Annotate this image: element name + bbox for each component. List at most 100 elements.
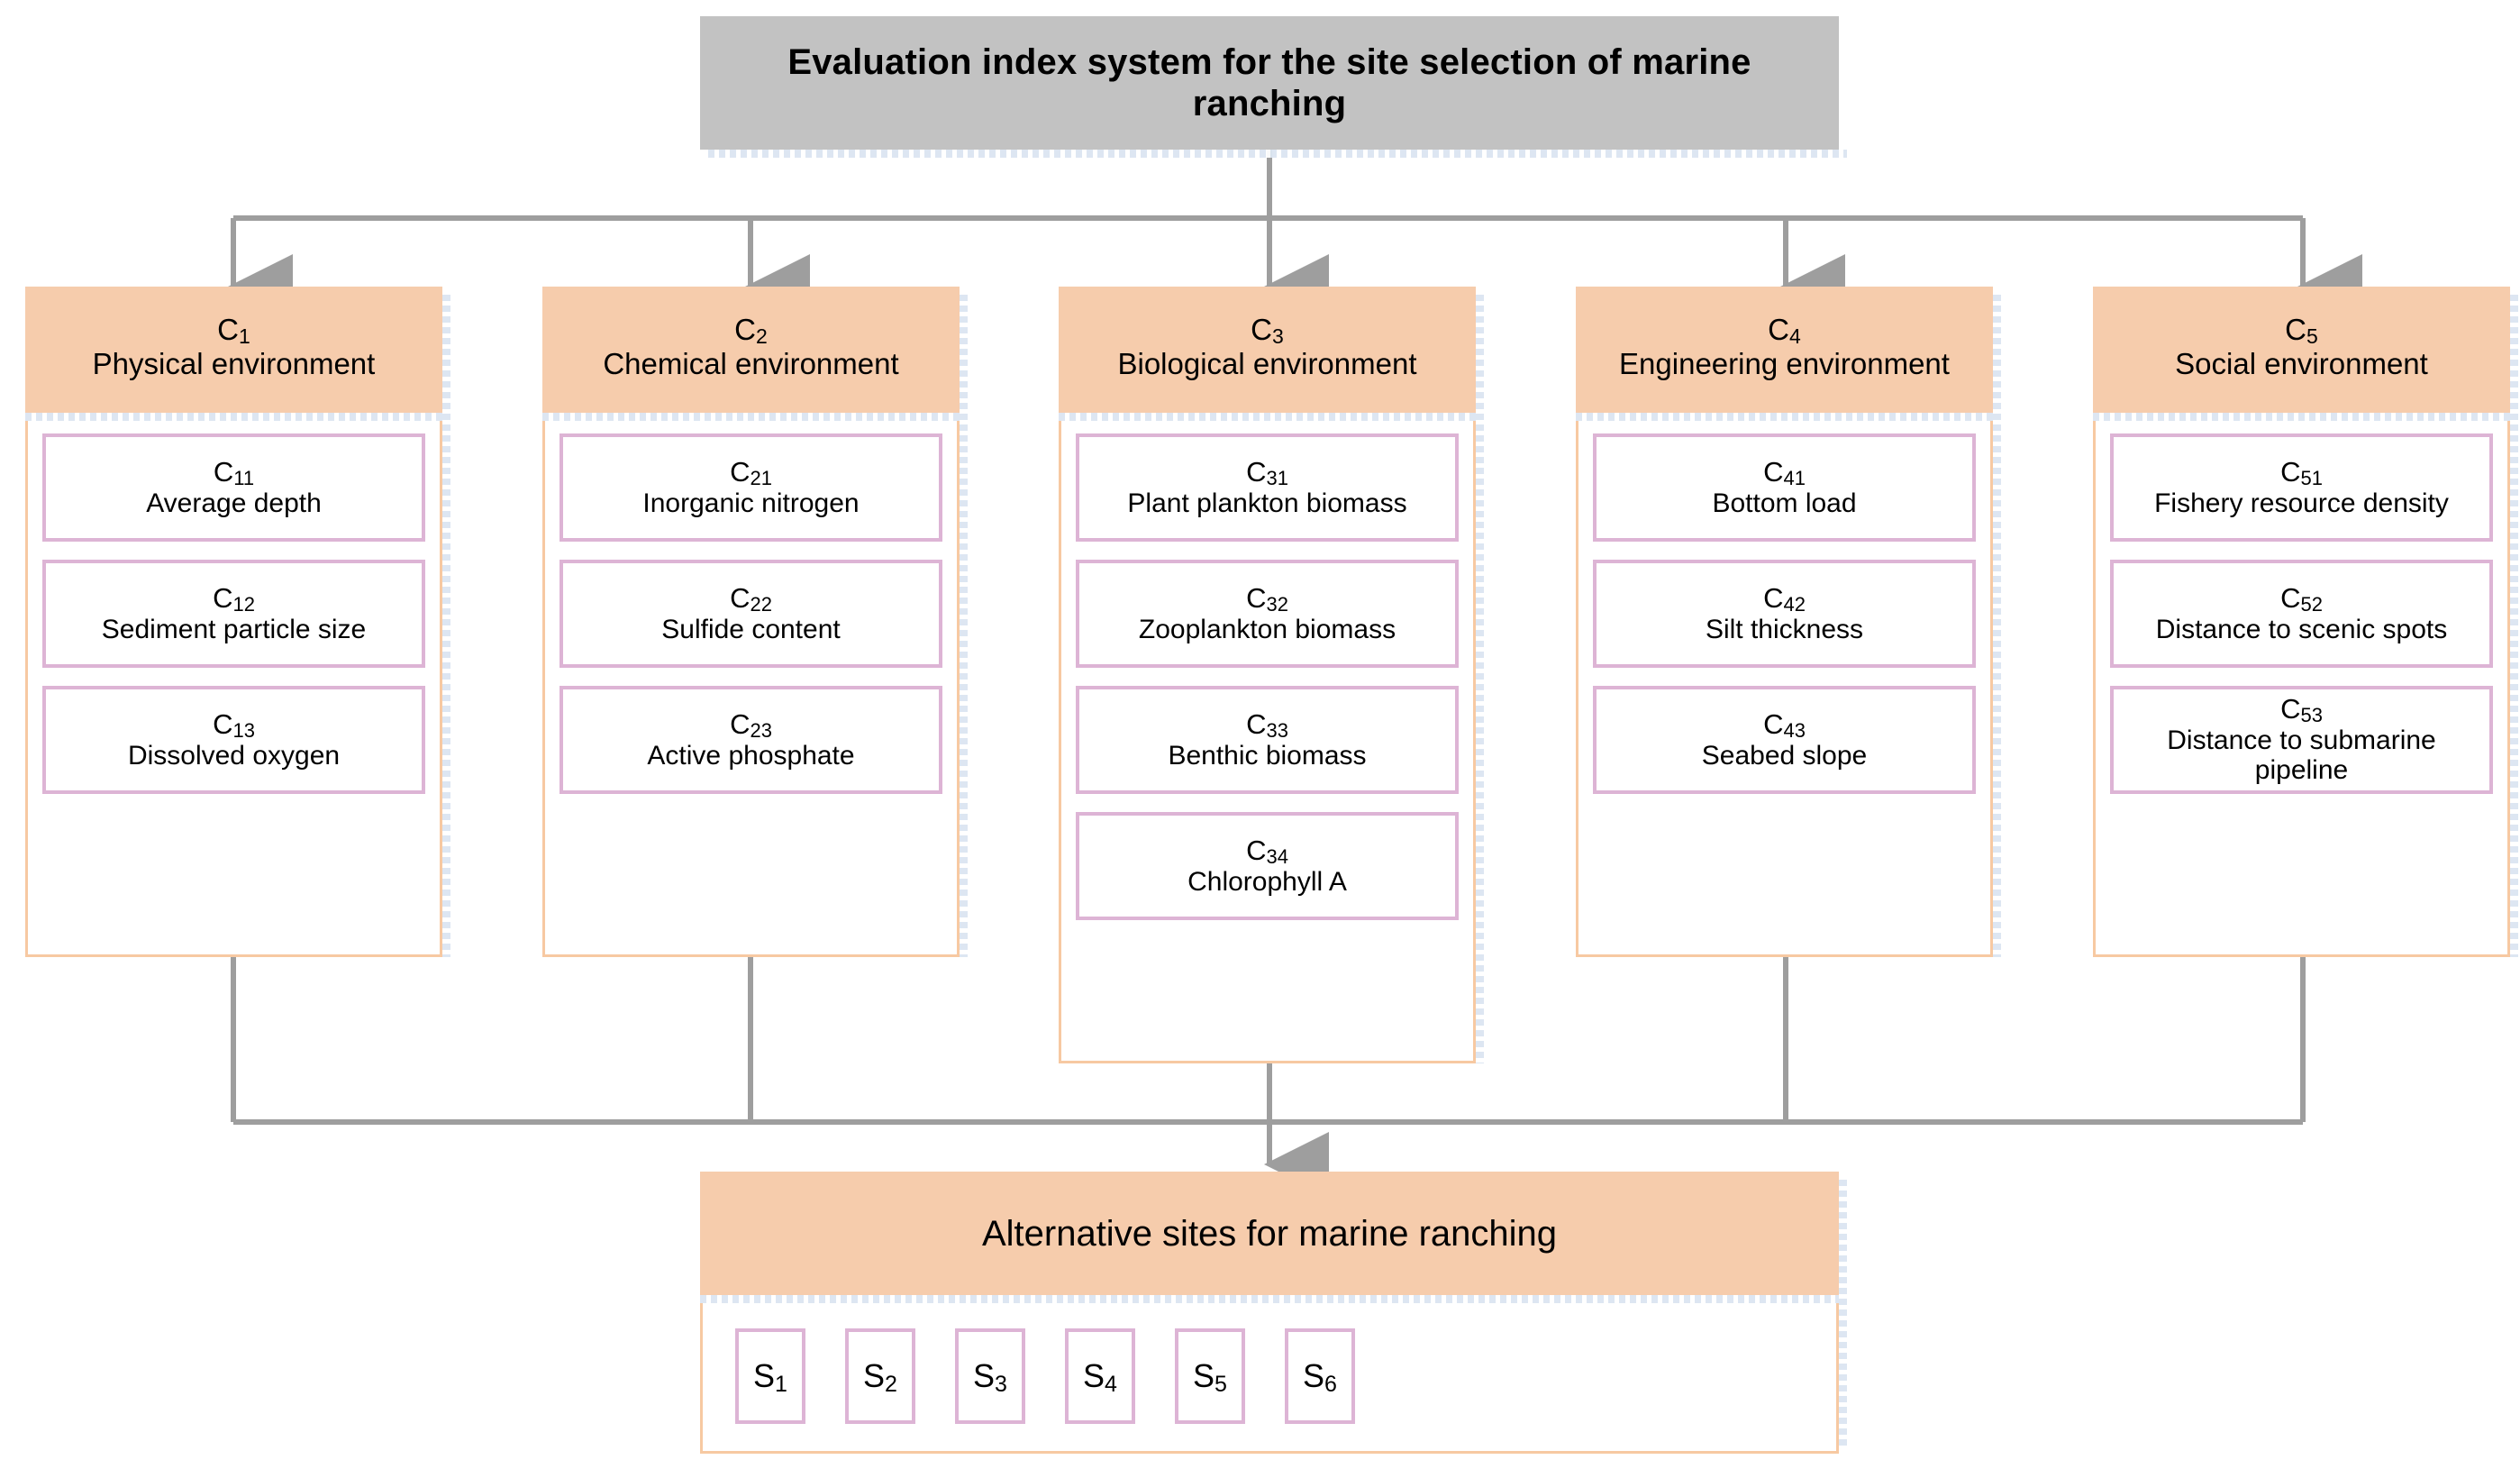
- criteria-header-c3: C3 Biological environment: [1059, 287, 1476, 413]
- indicator-code-c33: C33: [1246, 707, 1288, 742]
- alternatives-shadow: [1839, 1180, 1847, 1448]
- root-title-box: Evaluation index system for the site sel…: [700, 16, 1839, 150]
- indicator-c13[interactable]: C13 Dissolved oxygen: [42, 686, 425, 794]
- site-s3[interactable]: S3: [955, 1328, 1025, 1424]
- site-s2[interactable]: S2: [845, 1328, 915, 1424]
- indicator-code-c51: C51: [2280, 455, 2323, 489]
- root-title-text: Evaluation index system for the site sel…: [787, 42, 1751, 123]
- criteria-body-c2: C21 Inorganic nitrogen C22 Sulfide conte…: [542, 421, 960, 957]
- indicator-label-c53: Distance to submarine pipeline: [2167, 725, 2436, 785]
- site-s4[interactable]: S4: [1065, 1328, 1135, 1424]
- indicator-label-c41: Bottom load: [1712, 488, 1857, 518]
- site-s5[interactable]: S5: [1175, 1328, 1245, 1424]
- indicator-code-c23: C23: [730, 707, 772, 742]
- indicator-label-c32: Zooplankton biomass: [1138, 614, 1396, 644]
- indicator-c41[interactable]: C41 Bottom load: [1593, 433, 1976, 542]
- column-3-shadow: [1476, 295, 1484, 1063]
- indicator-code-c53: C53: [2280, 693, 2323, 726]
- indicator-c52[interactable]: C52 Distance to scenic spots: [2110, 560, 2493, 668]
- site-s6[interactable]: S6: [1285, 1328, 1355, 1424]
- indicator-code-c22: C22: [730, 581, 772, 616]
- indicator-label-c52: Distance to scenic spots: [2155, 614, 2448, 644]
- indicator-c21[interactable]: C21 Inorganic nitrogen: [559, 433, 942, 542]
- site-code-s6: S6: [1303, 1357, 1337, 1397]
- criteria-label-c5: Social environment: [2175, 347, 2428, 381]
- indicator-c11[interactable]: C11 Average depth: [42, 433, 425, 542]
- indicator-c12[interactable]: C12 Sediment particle size: [42, 560, 425, 668]
- indicator-c34[interactable]: C34 Chlorophyll A: [1076, 812, 1459, 920]
- criteria-code-c5: C5: [2285, 313, 2318, 349]
- indicator-label-c11: Average depth: [146, 488, 322, 518]
- indicator-code-c31: C31: [1246, 455, 1288, 489]
- alternatives-box[interactable]: Alternative sites for marine ranching S1…: [700, 1172, 1839, 1454]
- criteria-header-shadow-c1: [25, 413, 442, 421]
- indicator-code-c52: C52: [2280, 581, 2323, 616]
- criteria-column-biological-environment[interactable]: C3 Biological environment C31 Plant plan…: [1059, 287, 1476, 1063]
- indicator-label-c23: Active phosphate: [647, 740, 855, 771]
- criteria-header-c2: C2 Chemical environment: [542, 287, 960, 413]
- criteria-header-c1: C1 Physical environment: [25, 287, 442, 413]
- indicator-code-c13: C13: [213, 707, 255, 742]
- column-2-shadow: [960, 295, 968, 957]
- root-title-shadow: [708, 150, 1847, 158]
- site-code-s3: S3: [973, 1357, 1007, 1397]
- criteria-column-chemical-environment[interactable]: C2 Chemical environment C21 Inorganic ni…: [542, 287, 960, 957]
- indicator-c42[interactable]: C42 Silt thickness: [1593, 560, 1976, 668]
- indicator-code-c34: C34: [1246, 834, 1288, 868]
- criteria-column-social-environment[interactable]: C5 Social environment C51 Fishery resour…: [2093, 287, 2510, 957]
- indicator-c32[interactable]: C32 Zooplankton biomass: [1076, 560, 1459, 668]
- column-1-shadow: [442, 295, 450, 957]
- indicator-c33[interactable]: C33 Benthic biomass: [1076, 686, 1459, 794]
- indicator-c23[interactable]: C23 Active phosphate: [559, 686, 942, 794]
- criteria-header-c4: C4 Engineering environment: [1576, 287, 1993, 413]
- indicator-c53[interactable]: C53 Distance to submarine pipeline: [2110, 686, 2493, 794]
- site-code-s2: S2: [863, 1357, 897, 1397]
- criteria-column-engineering-environment[interactable]: C4 Engineering environment C41 Bottom lo…: [1576, 287, 1993, 957]
- indicator-label-c13: Dissolved oxygen: [127, 740, 341, 771]
- indicator-label-c21: Inorganic nitrogen: [642, 488, 860, 518]
- criteria-header-shadow-c4: [1576, 413, 1993, 421]
- criteria-label-c3: Biological environment: [1117, 347, 1417, 381]
- indicator-label-c42: Silt thickness: [1705, 614, 1864, 644]
- alternatives-header-shadow: [700, 1295, 1839, 1303]
- indicator-label-c33: Benthic biomass: [1168, 740, 1367, 771]
- indicator-label-c31: Plant plankton biomass: [1127, 488, 1407, 518]
- criteria-body-c3: C31 Plant plankton biomass C32 Zooplankt…: [1059, 421, 1476, 1063]
- criteria-code-c3: C3: [1251, 313, 1284, 349]
- alternatives-list: S1 S2 S3 S4 S5 S6: [700, 1303, 1839, 1454]
- indicator-code-c43: C43: [1763, 707, 1806, 742]
- site-s1[interactable]: S1: [735, 1328, 805, 1424]
- criteria-body-c1: C11 Average depth C12 Sediment particle …: [25, 421, 442, 957]
- alternatives-header: Alternative sites for marine ranching: [700, 1172, 1839, 1295]
- criteria-header-shadow-c3: [1059, 413, 1476, 421]
- column-5-shadow: [2510, 295, 2518, 957]
- indicator-code-c12: C12: [213, 581, 255, 616]
- criteria-code-c4: C4: [1768, 313, 1801, 349]
- indicator-code-c11: C11: [213, 455, 255, 489]
- indicator-code-c21: C21: [730, 455, 772, 489]
- criteria-header-shadow-c5: [2093, 413, 2510, 421]
- indicator-code-c42: C42: [1763, 581, 1806, 616]
- site-code-s4: S4: [1083, 1357, 1117, 1397]
- indicator-label-c12: Sediment particle size: [101, 614, 367, 644]
- criteria-body-c4: C41 Bottom load C42 Silt thickness C43 S…: [1576, 421, 1993, 957]
- indicator-code-c32: C32: [1246, 581, 1288, 616]
- criteria-column-physical-environment[interactable]: C1 Physical environment C11 Average dept…: [25, 287, 442, 957]
- criteria-header-c5: C5 Social environment: [2093, 287, 2510, 413]
- criteria-label-c2: Chemical environment: [603, 347, 899, 381]
- criteria-code-c1: C1: [217, 313, 250, 349]
- criteria-code-c2: C2: [734, 313, 768, 349]
- indicator-c22[interactable]: C22 Sulfide content: [559, 560, 942, 668]
- indicator-code-c41: C41: [1763, 455, 1806, 489]
- indicator-label-c43: Seabed slope: [1701, 740, 1868, 771]
- indicator-label-c22: Sulfide content: [661, 614, 841, 644]
- criteria-label-c4: Engineering environment: [1619, 347, 1950, 381]
- indicator-label-c51: Fishery resource density: [2154, 488, 2449, 518]
- indicator-label-c34: Chlorophyll A: [1187, 866, 1347, 897]
- site-code-s5: S5: [1193, 1357, 1227, 1397]
- indicator-c51[interactable]: C51 Fishery resource density: [2110, 433, 2493, 542]
- criteria-label-c1: Physical environment: [92, 347, 376, 381]
- indicator-c43[interactable]: C43 Seabed slope: [1593, 686, 1976, 794]
- indicator-c31[interactable]: C31 Plant plankton biomass: [1076, 433, 1459, 542]
